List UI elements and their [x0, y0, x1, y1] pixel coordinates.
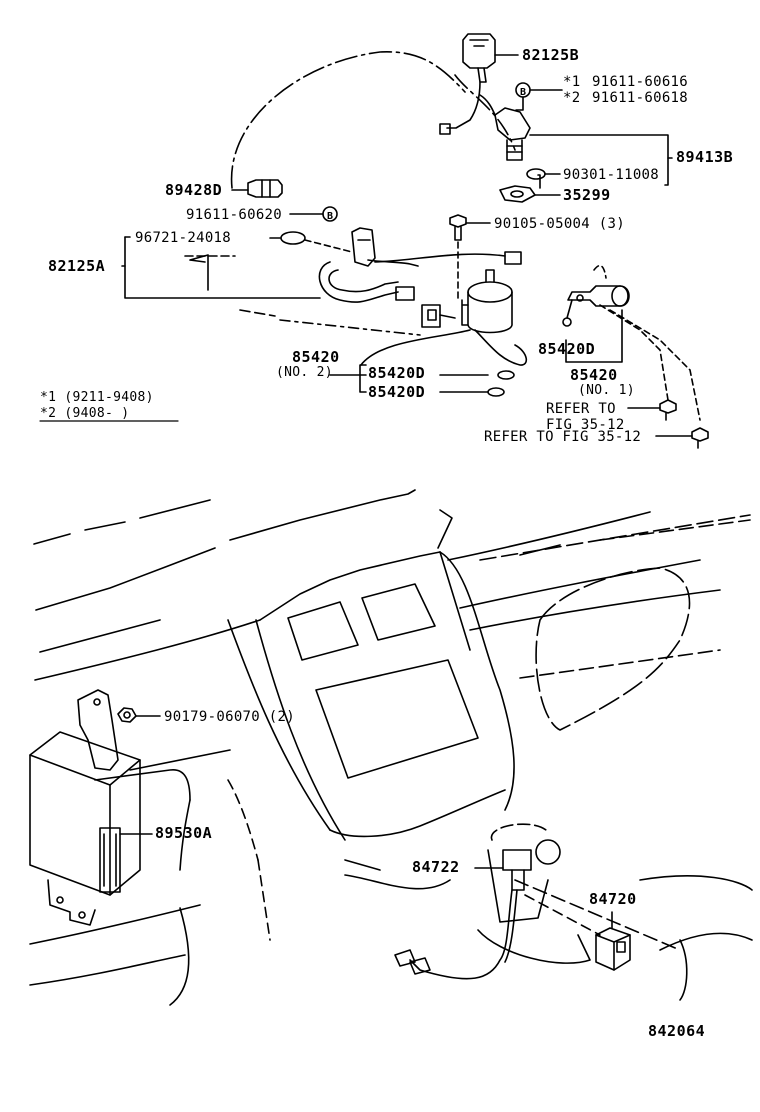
refer-note-b: REFER TO FIG 35-12 — [484, 429, 642, 445]
label-89413b: 89413B — [676, 148, 734, 166]
label-85420d-a: 85420D — [368, 364, 426, 382]
bolt-90105 — [449, 214, 467, 241]
label-star2-part: 91611-60618 — [592, 90, 689, 106]
leader-curve-top — [230, 51, 466, 189]
label-91611-60620: 91611-60620 — [186, 207, 283, 223]
refer-note-a-line2: FIG 35-12 — [546, 417, 625, 433]
o-ring-85420d-a — [497, 370, 515, 380]
label-85420-no2: 85420 — [292, 348, 340, 366]
label-90301: 90301-11008 — [563, 167, 660, 183]
note-star2-years: *2 (9408- ) — [40, 406, 130, 421]
nut-90179 — [117, 707, 137, 723]
label-star1-mark: *1 — [563, 74, 581, 90]
leader-89413b — [529, 134, 669, 186]
o-ring-90301 — [526, 168, 546, 180]
note-star1-years: *1 (9211-9408) — [40, 390, 154, 405]
solenoid-85420-no1 — [562, 264, 630, 327]
label-89428d: 89428D — [165, 181, 223, 199]
o-ring-85420d-b — [487, 387, 505, 397]
label-90179: 90179-06070 (2) — [164, 709, 295, 725]
bolt-mark-top: B — [520, 87, 526, 98]
sensor-89413b — [479, 94, 531, 161]
bolt-mark-mid: B — [327, 211, 333, 222]
label-84720: 84720 — [589, 890, 637, 908]
sensor-89428d — [247, 179, 283, 198]
dashboard-outline — [29, 489, 753, 1006]
label-84722: 84722 — [412, 858, 460, 876]
label-85420d-b: 85420D — [368, 383, 426, 401]
label-96721: 96721-24018 — [135, 230, 232, 246]
label-35299: 35299 — [563, 186, 611, 204]
label-85420d-c: 85420D — [538, 340, 596, 358]
label-90105: 90105-05004 (3) — [494, 216, 625, 232]
label-85420-no1: 85420 — [570, 366, 618, 384]
gasket-35299 — [499, 185, 536, 203]
label-star2-mark: *2 — [563, 90, 581, 106]
label-82125a: 82125A — [48, 257, 106, 275]
sensor-82125a — [318, 227, 522, 303]
label-no2: (NO. 2) — [276, 365, 333, 380]
figure-number: 842064 — [648, 1022, 706, 1040]
switch-84720 — [595, 927, 631, 971]
label-82125b: 82125B — [522, 46, 580, 64]
bolt-refer-a — [659, 399, 677, 421]
label-star1-part: 91611-60616 — [592, 74, 689, 90]
solenoid-85420-no2 — [421, 269, 528, 366]
sensor-82125b — [439, 33, 496, 135]
refer-note-a-line1: REFER TO — [546, 401, 616, 417]
bolt-refer-b — [691, 427, 709, 449]
label-89530a: 89530A — [155, 824, 213, 842]
label-no1: (NO. 1) — [578, 383, 635, 398]
harness-84722 — [394, 823, 591, 980]
o-ring-96721 — [280, 231, 306, 245]
ecu-89530a — [29, 689, 141, 926]
